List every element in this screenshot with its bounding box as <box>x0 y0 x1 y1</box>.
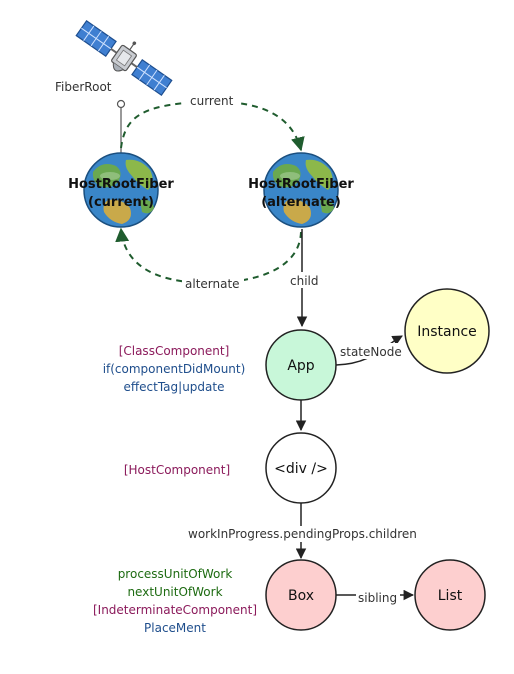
instance-node-label: Instance <box>417 324 477 340</box>
host-root-alternate-line1: HostRootFiber <box>248 177 354 192</box>
current-edge-label: current <box>190 94 234 108</box>
box-note-effect: PlaceMent <box>144 621 206 635</box>
instance-node <box>404 288 490 374</box>
current-edge <box>120 100 305 152</box>
list-node <box>414 559 486 631</box>
div-node-label: <div /> <box>274 461 328 477</box>
host-root-current-line1: HostRootFiber <box>68 177 174 192</box>
sibling-edge-label-bg <box>356 590 400 606</box>
alternate-edge-label: alternate <box>185 277 240 291</box>
box-note-process: processUnitOfWork <box>118 567 233 581</box>
globe-icon <box>83 152 159 228</box>
fiber-root-label: FiberRoot <box>55 80 112 94</box>
app-note-effect: effectTag|update <box>124 380 225 394</box>
host-root-alternate-line2: (alternate) <box>261 195 341 210</box>
list-node-label: List <box>438 588 463 604</box>
div-note-type: [HostComponent] <box>124 463 230 477</box>
satellite-icon <box>75 19 173 97</box>
children-edge-label-bg <box>186 526 420 542</box>
app-node-label: App <box>287 358 314 374</box>
state-node-edge-label: stateNode <box>340 345 402 359</box>
current-edge-label-bg <box>186 92 238 108</box>
box-note-type: [IndeterminateComponent] <box>93 603 257 617</box>
alternate-edge-label-bg <box>182 275 244 291</box>
globe-icon <box>263 152 339 228</box>
child-edge-label: child <box>290 274 319 288</box>
sibling-edge-label: sibling <box>358 591 397 605</box>
box-note-next: nextUnitOfWork <box>127 585 222 599</box>
host-root-current-line2: (current) <box>88 195 154 210</box>
box-node-label: Box <box>288 588 314 604</box>
children-edge-label: workInProgress.pendingProps.children <box>188 527 417 541</box>
app-note-condition: if(componentDidMount) <box>103 362 246 376</box>
app-note-type: [ClassComponent] <box>119 344 230 358</box>
child-edge-label-bg <box>287 272 321 288</box>
fiber-root-anchor <box>116 99 126 109</box>
state-node-label-bg <box>338 343 406 359</box>
alternate-edge <box>115 227 302 285</box>
